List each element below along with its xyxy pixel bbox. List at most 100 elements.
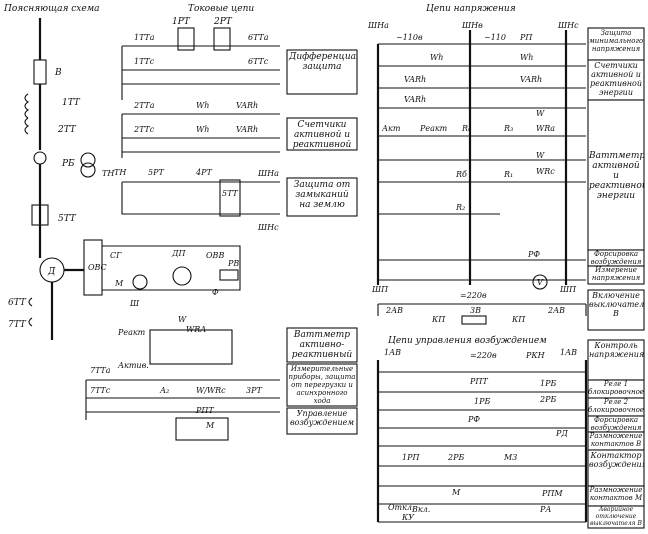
field-winding-ovs (83, 239, 103, 296)
svg-text:3РТ: 3РТ (246, 386, 262, 395)
ct-2tt (24, 117, 29, 135)
svg-text:W: W (536, 151, 545, 160)
exciter-v (172, 266, 192, 286)
relay-rv (219, 269, 239, 281)
svg-text:VARh: VARh (236, 125, 258, 134)
breaker-b (33, 59, 47, 85)
svg-text:3В: 3В (470, 306, 481, 315)
svg-text:СГ: СГ (110, 251, 122, 260)
svg-text:Wh: Wh (520, 53, 533, 62)
svg-text:2ТТс: 2ТТс (133, 125, 155, 134)
vt-tn (80, 152, 96, 168)
svg-text:1РП: 1РП (402, 453, 420, 462)
svg-text:Wh: Wh (196, 125, 209, 134)
svg-text:5ТТ: 5ТТ (222, 189, 238, 198)
svg-text:2РБ: 2РБ (447, 453, 464, 462)
svg-text:ОВС: ОВС (88, 263, 107, 272)
svg-text:4РТ: 4РТ (195, 168, 212, 177)
reactor-rb (33, 151, 47, 165)
svg-text:ОВВ: ОВВ (206, 251, 224, 260)
svg-text:1РБ: 1РБ (474, 397, 490, 406)
svg-text:ШНа: ШНа (257, 169, 279, 178)
svg-text:РПМ: РПМ (541, 489, 563, 498)
svg-text:Rᵤ: Rᵤ (461, 124, 471, 133)
function-boxes-voltage: Защита минимального напряжения Счетчики … (587, 27, 645, 285)
title-explanatory: Поясняющая схема (3, 4, 100, 14)
svg-text:2ТТа: 2ТТа (133, 101, 155, 110)
svg-text:М3: М3 (503, 453, 517, 462)
svg-text:РКН: РКН (525, 351, 546, 360)
svg-text:VARh: VARh (404, 95, 426, 104)
svg-text:Wh: Wh (196, 101, 209, 110)
svg-text:ШНс: ШНс (557, 21, 579, 30)
svg-text:Ш: Ш (129, 299, 140, 308)
section-excitation-title: Цепи управления возбуждением (388, 335, 547, 346)
svg-text:Д: Д (47, 267, 56, 277)
svg-text:РФ: РФ (467, 415, 480, 424)
svg-text:1ТТс: 1ТТс (134, 57, 155, 66)
svg-text:РП: РП (519, 33, 533, 42)
svg-text:VARh: VARh (236, 101, 258, 110)
svg-text:М: М (451, 488, 461, 497)
svg-text:ШНа: ШНа (367, 21, 389, 30)
current-circuits: 1РТ 2РТ 1ТТа 1ТТс 6ТТа 6ТТс 2ТТа 2ТТс Wh… (85, 17, 280, 441)
svg-text:ШНв: ШНв (461, 21, 483, 30)
svg-text:1РТ: 1РТ (172, 17, 191, 27)
svg-text:Wh: Wh (430, 53, 443, 62)
svg-text:R₁: R₁ (503, 170, 513, 179)
svg-text:VARh: VARh (404, 75, 426, 84)
svg-text:=220в: =220в (460, 291, 487, 300)
explanatory-schematic: В 1ТТ 2ТТ РБ ТН 5ТТ Д 6ТТ 7ТТ СГ ОВС М Д… (8, 18, 241, 340)
svg-text:Актив.: Актив. (117, 361, 149, 370)
svg-text:WRа: WRа (536, 124, 555, 133)
svg-text:5РТ: 5РТ (148, 168, 164, 177)
svg-text:1ТТа: 1ТТа (134, 33, 155, 42)
svg-text:W/WRс: W/WRс (196, 386, 226, 395)
svg-text:7ТТ: 7ТТ (8, 320, 27, 330)
svg-text:РФ: РФ (527, 250, 540, 259)
svg-text:Вкл.: Вкл. (411, 505, 430, 514)
svg-text:РД: РД (555, 429, 568, 438)
svg-text:КП: КП (511, 315, 526, 324)
svg-text:1РБ: 1РБ (540, 379, 556, 388)
svg-text:7ТТс: 7ТТс (90, 386, 111, 395)
svg-text:РПТ: РПТ (195, 406, 214, 415)
svg-text:6ТТа: 6ТТа (248, 33, 269, 42)
svg-text:2АВ: 2АВ (385, 306, 403, 315)
svg-text:2РТ: 2РТ (213, 17, 233, 27)
breaker-close-circuit: ШП =220в ШП 2АВ КП 3В КП 2АВ Включение в… (371, 285, 645, 331)
svg-text:М: М (114, 279, 124, 288)
svg-text:5ТТ: 5ТТ (58, 214, 77, 224)
svg-text:Ф: Ф (212, 288, 219, 297)
svg-text:ДП: ДП (171, 249, 187, 258)
svg-text:W: W (536, 109, 545, 118)
svg-text:Акт: Акт (381, 124, 401, 133)
function-boxes-control: Контроль напряжения Реле 1 блокировочное… (587, 339, 645, 529)
svg-text:А₂: А₂ (159, 386, 169, 395)
function-boxes-current: Дифференциальная защита Счетчики активно… (286, 49, 358, 435)
svg-text:V: V (537, 278, 544, 287)
svg-text:М: М (205, 421, 215, 430)
svg-text:WRс: WRс (536, 167, 555, 176)
svg-text:6ТТ: 6ТТ (8, 298, 27, 308)
svg-text:КП: КП (431, 315, 446, 324)
svg-text:=220в: =220в (470, 351, 497, 360)
svg-text:РБ: РБ (61, 159, 75, 169)
ct-1tt (24, 93, 29, 119)
svg-text:R₃: R₃ (503, 124, 513, 133)
ammeter-a (132, 274, 148, 290)
ct-5tt (31, 204, 49, 226)
svg-text:6ТТс: 6ТТс (248, 57, 269, 66)
excitation-circuits: 1АВ =220в РКН 1АВ РПТ 1РБ 1РБ 2РБ РФ РД … (376, 348, 588, 523)
svg-text:КУ: КУ (401, 513, 415, 522)
svg-text:2РБ: 2РБ (539, 395, 556, 404)
svg-text:2ТТ: 2ТТ (57, 125, 77, 135)
svg-text:2АВ: 2АВ (547, 306, 565, 315)
svg-text:~110в: ~110в (396, 33, 423, 42)
voltmeter-v (532, 274, 548, 290)
svg-text:Откл.: Откл. (388, 503, 415, 512)
svg-text:1ТТ: 1ТТ (62, 98, 81, 108)
section-voltage-title: Цепи напряжения (426, 4, 516, 14)
svg-text:ТН: ТН (114, 168, 127, 177)
